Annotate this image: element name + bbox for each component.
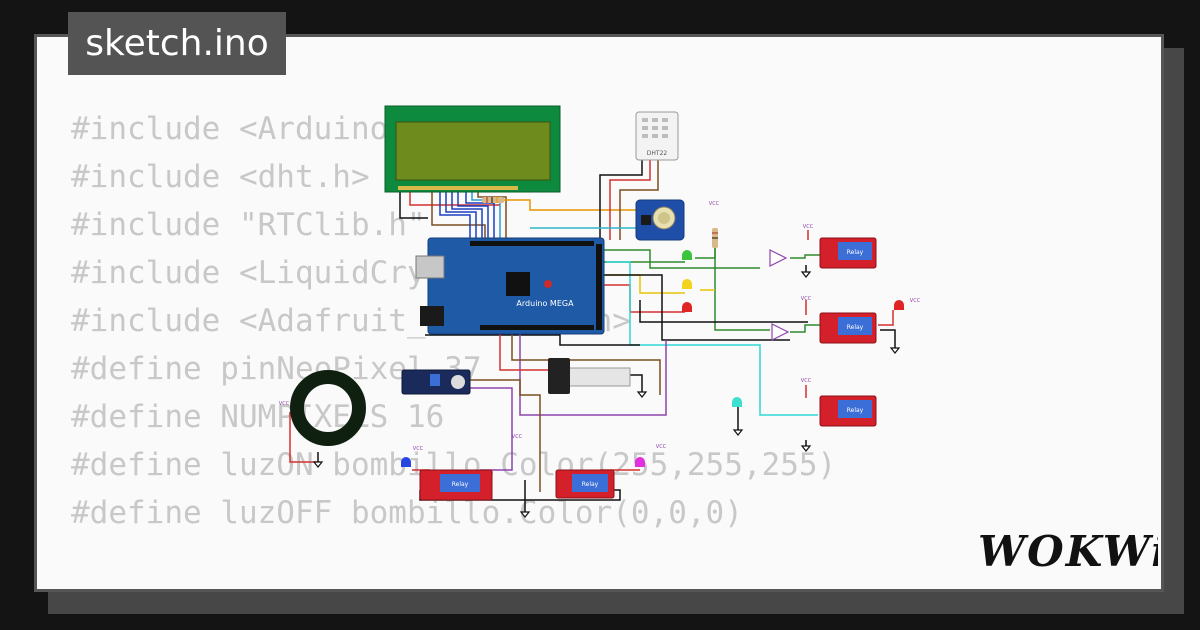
relay-module[interactable]: Relay	[819, 312, 877, 344]
led-red[interactable]	[682, 302, 692, 312]
file-tab[interactable]: sketch.ino	[68, 12, 286, 75]
sensor-module[interactable]	[401, 369, 471, 395]
relay-label: Relay	[452, 481, 469, 488]
vcc-label: VCC	[279, 401, 290, 407]
slide-potentiometer[interactable]	[548, 358, 631, 394]
led-yellow[interactable]	[682, 279, 692, 289]
wokwi-logo-text: WOKWi	[978, 527, 1158, 576]
lcd-display[interactable]	[384, 105, 561, 193]
board-label: Arduino MEGA	[516, 299, 574, 308]
code-line: #include <dht.h>	[71, 159, 370, 195]
vcc-label: VCC	[512, 434, 523, 440]
resistor	[712, 228, 718, 248]
relay-module[interactable]: Relay	[555, 469, 615, 499]
vcc-labels: VCC VCC VCC VCC VCC VCC VCC VCC VCC	[279, 201, 921, 452]
code-line: #include "RTClib.h"	[71, 207, 426, 243]
code-line: #define luzOFF bombillo.Color(0,0,0)	[71, 495, 743, 531]
ground-symbols	[312, 271, 901, 518]
dht22-sensor[interactable]: DHT22	[635, 111, 679, 161]
relay-label: Relay	[847, 407, 864, 414]
vcc-label: VCC	[413, 446, 424, 452]
arduino-mega-board[interactable]: Arduino MEGA	[415, 237, 605, 335]
relay-label: Relay	[847, 324, 864, 331]
relay-label: Relay	[847, 249, 864, 256]
led-green[interactable]	[682, 250, 692, 260]
sensor-label: DHT22	[647, 150, 668, 157]
neopixel-ring[interactable]	[290, 370, 366, 446]
rtc-module[interactable]	[635, 199, 685, 241]
relay-module[interactable]: Relay	[419, 469, 493, 501]
relay-label: Relay	[582, 481, 599, 488]
relay-module[interactable]: Relay	[819, 395, 877, 427]
resistor	[482, 197, 504, 203]
code-line: #define NUMPIXELS 16	[71, 399, 445, 435]
vcc-label: VCC	[803, 224, 814, 230]
buffer-gate	[769, 249, 790, 341]
vcc-label: VCC	[801, 296, 812, 302]
led-cyan[interactable]	[732, 397, 742, 407]
wokwi-logo: WOKWi	[978, 527, 1158, 576]
vcc-label: VCC	[910, 298, 921, 304]
relay-module[interactable]: Relay	[819, 237, 877, 269]
led-magenta[interactable]	[635, 457, 645, 467]
led-red[interactable]	[894, 300, 904, 310]
vcc-label: VCC	[656, 444, 667, 450]
led-blue[interactable]	[401, 457, 411, 467]
vcc-label: VCC	[709, 201, 720, 207]
wires	[289, 160, 896, 512]
vcc-label: VCC	[801, 378, 812, 384]
